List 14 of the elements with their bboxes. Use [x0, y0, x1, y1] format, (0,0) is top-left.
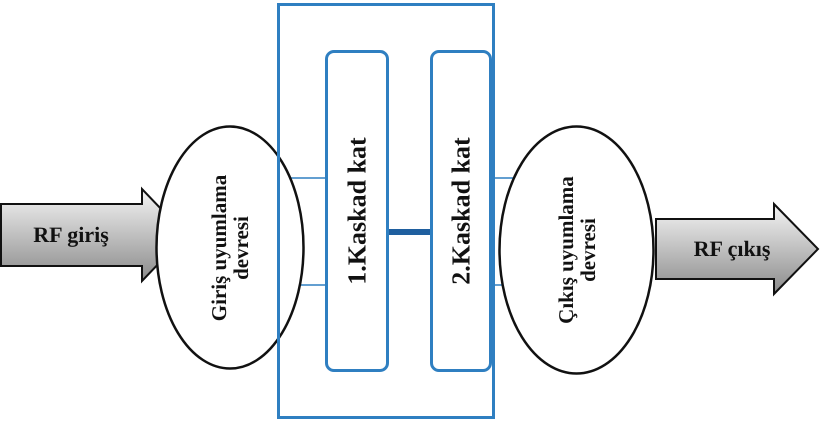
stage-label: 1.Kaskad kat	[343, 136, 371, 287]
matching-label: Çıkış uyumlama devresi	[554, 175, 599, 326]
stage-box	[325, 50, 389, 372]
matching-label: Giriş uyumlama devresi	[208, 173, 252, 323]
connector-line	[389, 229, 430, 235]
amplifier-frame	[277, 3, 495, 419]
connector-line	[492, 284, 503, 286]
arrow-label: RF çıkış	[692, 236, 772, 260]
connector-line	[290, 177, 325, 179]
connector-line	[300, 284, 325, 286]
stage-label: 2.Kaskad kat	[447, 136, 475, 287]
arrow-label: RF giriş	[32, 222, 110, 246]
connector-line	[492, 177, 514, 179]
stage-box	[430, 50, 492, 372]
